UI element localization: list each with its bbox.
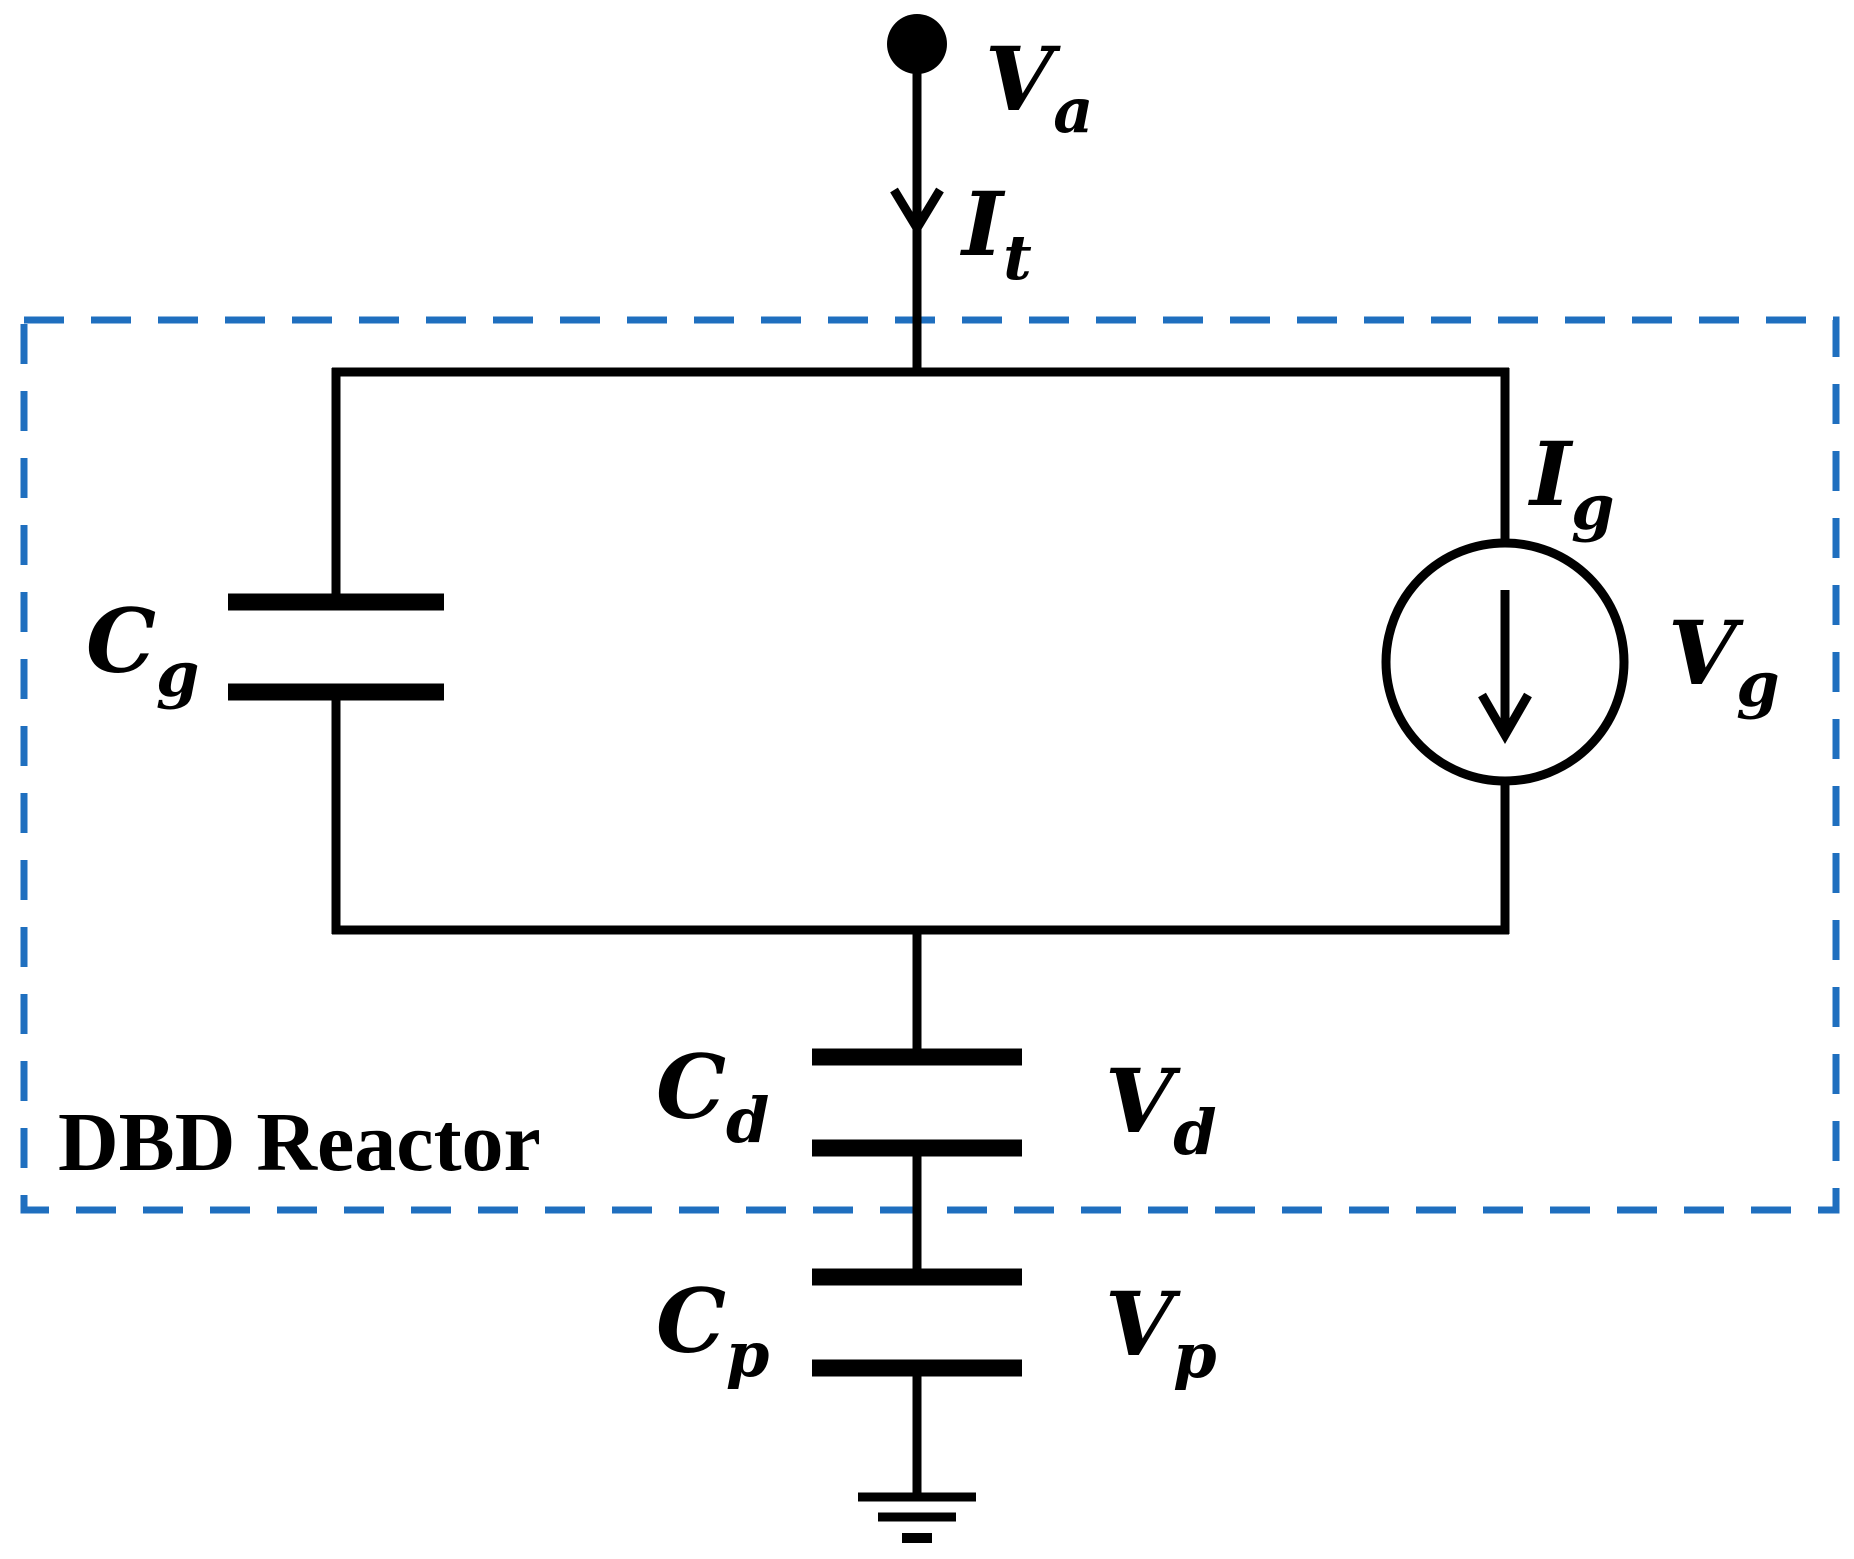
input-terminal bbox=[887, 14, 947, 74]
parasitic-voltage-label: Vp bbox=[1105, 1272, 1217, 1392]
dbd-reactor-boundary bbox=[20, 316, 1840, 1214]
dielectric-voltage-label: Vd bbox=[1105, 1049, 1217, 1169]
total-current-arrow-icon bbox=[890, 187, 944, 237]
gap-capacitance-label: Cg bbox=[86, 589, 199, 711]
gas-voltage-label: Vg bbox=[1668, 601, 1780, 721]
current-source-arrow-head-icon bbox=[1478, 692, 1532, 745]
total-current-label: It bbox=[959, 172, 1032, 294]
dielectric-capacitance-label: Cd bbox=[656, 1035, 769, 1157]
parasitic-capacitance-label: Cp bbox=[656, 1269, 769, 1391]
applied-voltage-label: Va bbox=[985, 27, 1093, 147]
gas-current-label: Ig bbox=[1527, 422, 1615, 544]
reactor-label: DBD Reactor bbox=[58, 1096, 541, 1189]
ground-icon bbox=[858, 1492, 976, 1543]
